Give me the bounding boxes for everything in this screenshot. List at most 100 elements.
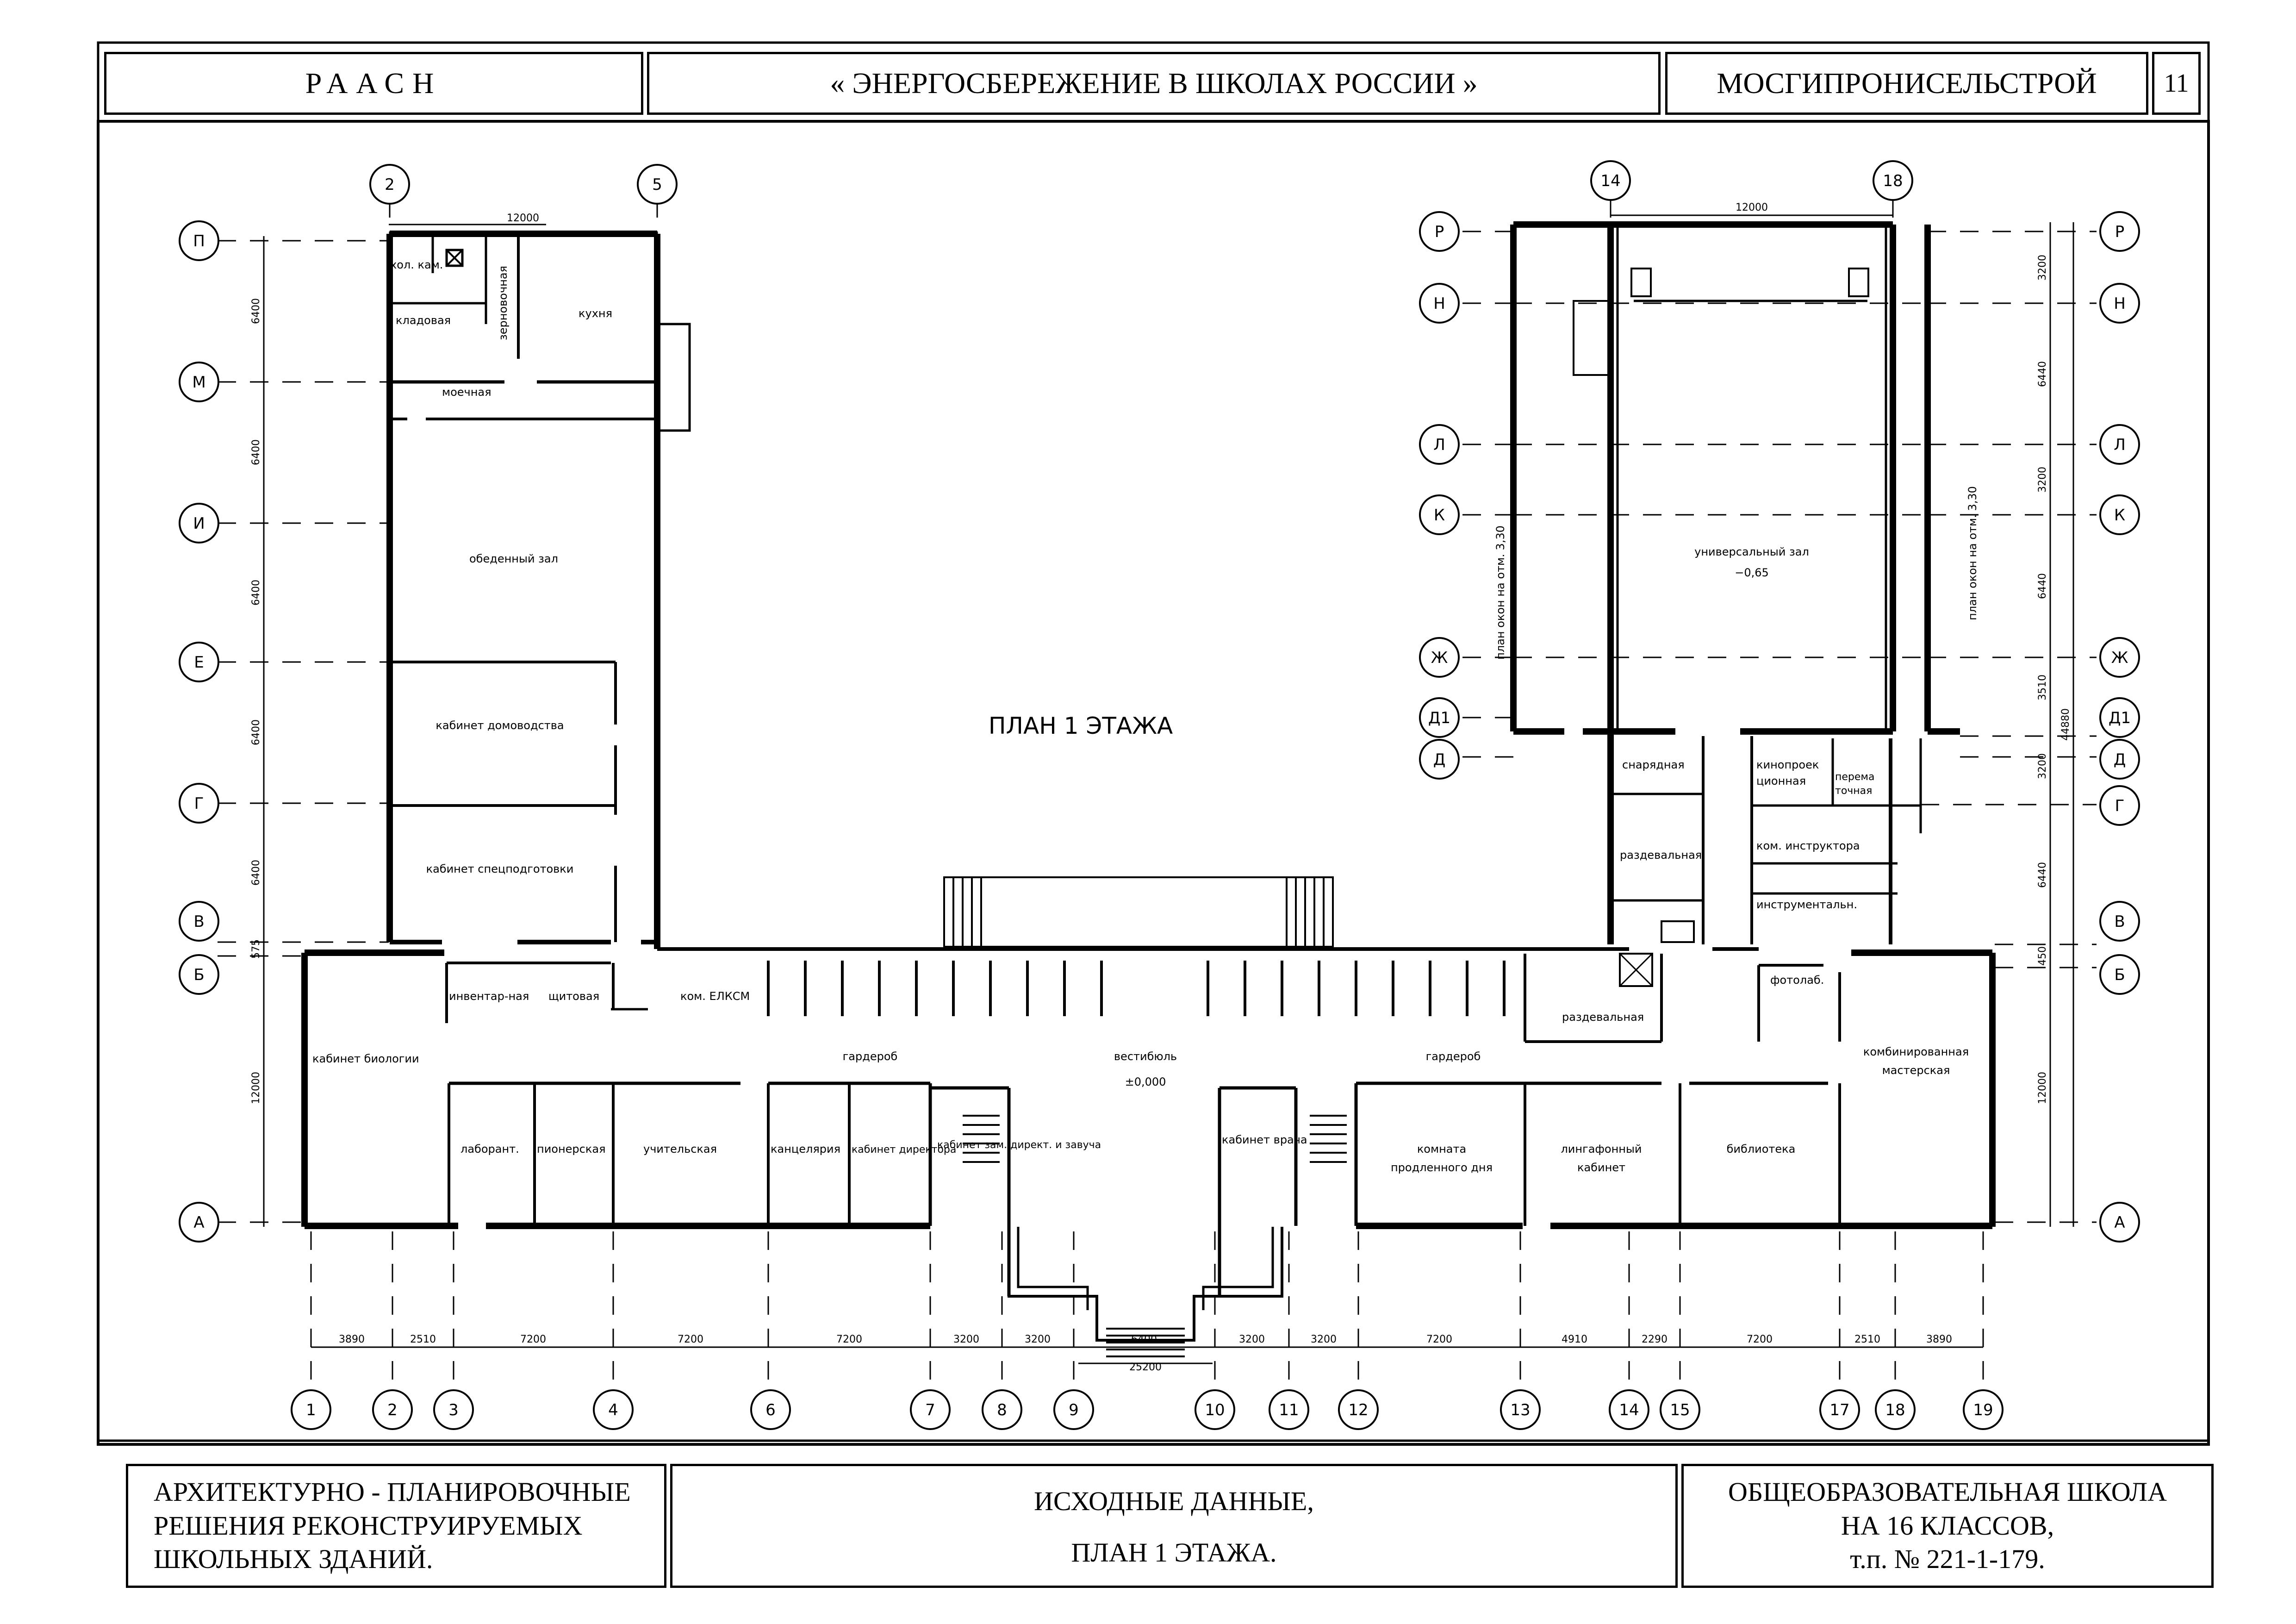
room-label: кабинет спецподготовки bbox=[426, 862, 574, 875]
room-label: пионерская bbox=[537, 1143, 606, 1156]
header-org: РААСН bbox=[104, 52, 643, 115]
axis-label: Д1 bbox=[2109, 709, 2131, 727]
dimension-value: 2510 bbox=[410, 1334, 436, 1345]
room-label: комбинированная bbox=[1863, 1045, 1969, 1058]
axis-label: 6 bbox=[765, 1401, 776, 1419]
axis-label: 18 bbox=[1885, 1401, 1905, 1419]
header-program: « ЭНЕРГОСБЕРЕЖЕНИЕ В ШКОЛАХ РОССИИ » bbox=[647, 52, 1661, 115]
axis-label: 15 bbox=[1670, 1401, 1690, 1419]
window-note-left: план окон на отм. 3,30 bbox=[1494, 525, 1507, 660]
room-label: инструментальн. bbox=[1756, 898, 1857, 911]
header-institute: МОСГИПРОНИСЕЛЬСТРОЙ bbox=[1665, 52, 2148, 115]
axis-label: Р bbox=[2115, 223, 2125, 241]
main-block-walls bbox=[301, 947, 1996, 1229]
axis-label: А bbox=[193, 1213, 204, 1232]
entrance-canopy bbox=[943, 876, 1334, 948]
axis-label: 2 bbox=[385, 175, 395, 194]
room-label: фотолаб. bbox=[1770, 974, 1824, 987]
dimension-value: 6440 bbox=[2037, 573, 2048, 599]
dimension-lines bbox=[263, 214, 2074, 1364]
room-label: канцелярия bbox=[771, 1143, 840, 1156]
level-mark-vestibule: ±0,000 bbox=[1125, 1075, 1166, 1088]
footer-section-line: АРХИТЕКТУРНО - ПЛАНИРОВОЧНЫЕ bbox=[154, 1477, 631, 1507]
dimension-value: 3200 bbox=[1311, 1334, 1337, 1345]
dimension-value: 3510 bbox=[2037, 675, 2048, 700]
room-label: раздевальная bbox=[1620, 849, 1702, 862]
axis-label: Н bbox=[1433, 294, 1445, 313]
dimension-value: 3200 bbox=[953, 1334, 979, 1345]
dimension-value: 6400 bbox=[1131, 1334, 1157, 1345]
axis-label: Ж bbox=[1431, 649, 1448, 667]
right-wing-walls bbox=[1510, 221, 1960, 987]
room-label: кухня bbox=[579, 307, 612, 320]
dimension-value: 2510 bbox=[1854, 1334, 1880, 1345]
axis-label: В bbox=[193, 912, 204, 931]
dimension-value: 6440 bbox=[2037, 862, 2048, 888]
footer-sheet-title: ИСХОДНЫЕ ДАННЫЕ, ПЛАН 1 ЭТАЖА. bbox=[670, 1464, 1678, 1588]
dimension-value: 3200 bbox=[1239, 1334, 1265, 1345]
axis-label: П bbox=[193, 232, 205, 250]
dimension-value: 3200 bbox=[2037, 753, 2048, 779]
axis-label: Л bbox=[1433, 436, 1445, 454]
axis-label: 17 bbox=[1829, 1401, 1849, 1419]
left-wing-walls bbox=[386, 231, 691, 949]
axis-label: 5 bbox=[652, 175, 662, 194]
header-sheet-number: 11 bbox=[2152, 52, 2201, 115]
room-label: ционная bbox=[1756, 775, 1806, 787]
axis-label: 13 bbox=[1510, 1401, 1530, 1419]
dimension-value: 3890 bbox=[339, 1334, 365, 1345]
axis-label: Б bbox=[2114, 966, 2125, 984]
room-label: хол. кам. bbox=[390, 258, 443, 271]
dimension-value: 12000 bbox=[1736, 202, 1768, 213]
dimension-value: 3890 bbox=[1926, 1334, 1952, 1345]
corridor-columns bbox=[767, 961, 1506, 1016]
footer-section-line: РЕШЕНИЯ РЕКОНСТРУИРУЕМЫХ bbox=[154, 1510, 583, 1541]
footer-building: ОБЩЕОБРАЗОВАТЕЛЬНАЯ ШКОЛА НА 16 КЛАССОВ,… bbox=[1681, 1464, 2214, 1588]
dimension-value: 3200 bbox=[1025, 1334, 1051, 1345]
room-label: мастерская bbox=[1882, 1064, 1950, 1077]
axis-label: 10 bbox=[1205, 1401, 1225, 1419]
dimension-value: 7200 bbox=[1747, 1334, 1773, 1345]
room-label: учительская bbox=[643, 1143, 717, 1156]
footer-building-line: ОБЩЕОБРАЗОВАТЕЛЬНАЯ ШКОЛА bbox=[1728, 1477, 2167, 1507]
footer-building-line: НА 16 КЛАССОВ, bbox=[1841, 1510, 2054, 1541]
dimension-value: 6400 bbox=[250, 860, 262, 886]
dimension-value: 6400 bbox=[250, 439, 262, 465]
dimension-value: 3200 bbox=[2037, 467, 2048, 493]
axis-label: 9 bbox=[1069, 1401, 1079, 1419]
room-label: кладовая bbox=[396, 314, 451, 327]
axis-label: 3 bbox=[448, 1401, 459, 1419]
room-label: гардероб bbox=[843, 1050, 898, 1063]
dimension-value: 12000 bbox=[2037, 1072, 2048, 1104]
room-label: моечная bbox=[442, 386, 492, 399]
room-label: ком. ЕЛКСМ bbox=[680, 990, 750, 1003]
room-label: щитовая bbox=[548, 990, 599, 1003]
axis-label: 12 bbox=[1348, 1401, 1368, 1419]
room-label: раздевальная bbox=[1562, 1011, 1644, 1024]
footer-sheet-line: ПЛАН 1 ЭТАЖА. bbox=[1071, 1537, 1277, 1568]
axis-label: 18 bbox=[1883, 172, 1903, 190]
axis-label: Е bbox=[194, 653, 204, 672]
axis-label: Г bbox=[194, 794, 204, 813]
axis-label: 14 bbox=[1619, 1401, 1639, 1419]
drawing-frame bbox=[97, 120, 2210, 1446]
axis-bubbles bbox=[179, 160, 2140, 1430]
dimension-value: 7200 bbox=[836, 1334, 862, 1345]
axis-label: А bbox=[2114, 1213, 2125, 1232]
axis-label: 2 bbox=[387, 1401, 398, 1419]
level-mark-hall: −0,65 bbox=[1735, 566, 1769, 579]
dimension-value: 12000 bbox=[507, 212, 539, 224]
room-label: кабинет домоводства bbox=[436, 719, 564, 732]
dimension-value: 4910 bbox=[1562, 1334, 1587, 1345]
axis-label: 14 bbox=[1600, 172, 1620, 190]
axis-label: Д bbox=[2114, 750, 2126, 769]
dimension-value: 3200 bbox=[2037, 255, 2048, 281]
room-label: лингафонный bbox=[1561, 1143, 1642, 1156]
axis-label: 4 bbox=[608, 1401, 618, 1419]
dimension-value: 7200 bbox=[1426, 1334, 1452, 1345]
axis-label: Д bbox=[1433, 750, 1446, 769]
axis-label: Р bbox=[1435, 223, 1444, 241]
room-label: продленного дня bbox=[1391, 1161, 1493, 1174]
footer-building-line: т.п. № 221-1-179. bbox=[1850, 1544, 2045, 1574]
axis-label: Н bbox=[2114, 294, 2126, 313]
